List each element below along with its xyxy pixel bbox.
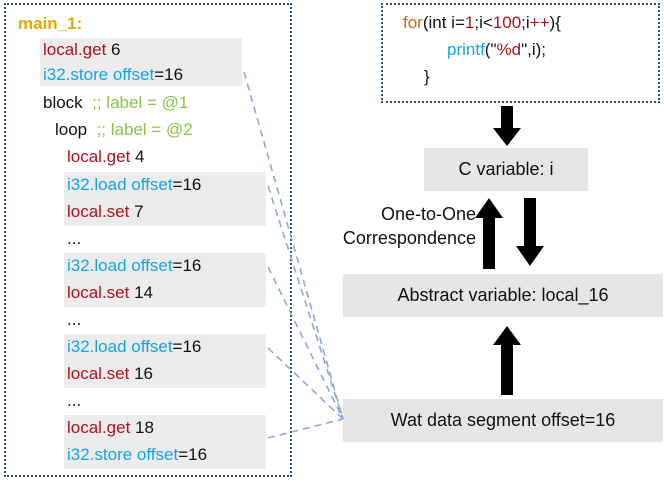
code-line: i32.load offset=16: [67, 175, 202, 194]
ellipsis: ...: [67, 391, 82, 410]
code-line: local.get 18: [67, 418, 154, 437]
abstract-variable-box: Abstract variable: local_16: [343, 274, 663, 317]
c-variable-box: C variable: i: [424, 148, 588, 191]
connector-from-store-bottom: [267, 418, 344, 439]
code-line: loop ;; label = @2: [55, 120, 193, 139]
arrow-up-wat-to-abstract: [493, 326, 521, 395]
dashed-connectors: [243, 71, 344, 439]
highlight-group-2: [64, 253, 266, 307]
highlight-local-get-6: [40, 38, 242, 62]
c-code-line-close: }: [424, 67, 430, 86]
ellipsis: ...: [67, 310, 82, 329]
highlight-group-1: [64, 172, 266, 226]
ellipsis: ...: [67, 229, 82, 248]
highlight-group-3: [64, 334, 266, 388]
code-line: local.get 6: [43, 40, 121, 59]
c-code-line-printf: printf("%d",i);: [447, 40, 546, 59]
code-line: block ;; label = @1: [43, 93, 189, 112]
code-line: local.set 7: [67, 202, 144, 221]
connector-from-load-3: [267, 347, 344, 420]
c-code-panel: [381, 3, 660, 103]
code-line: i32.store offset=16: [67, 445, 208, 464]
connector-from-load-1: [267, 185, 344, 420]
arrow-down-correspondence: [516, 198, 544, 266]
code-line: i32.load offset=16: [67, 337, 202, 356]
correspondence-label: One-to-One Correspondence: [318, 202, 476, 250]
code-line: i32.load offset=16: [67, 256, 202, 275]
arrow-down-code-to-cvar: [493, 106, 521, 146]
code-line: local.set 14: [67, 283, 154, 302]
code-line: local.set 16: [67, 364, 154, 383]
highlight-i32-store-1: [40, 62, 242, 86]
connector-from-load-2: [267, 266, 344, 420]
correspondence-label-line2: Correspondence: [342, 228, 476, 248]
correspondence-label-line1: One-to-One: [380, 204, 476, 224]
code-line: i32.store offset=16: [43, 65, 184, 84]
connector-from-store-top: [243, 71, 344, 420]
highlight-group-4: [64, 415, 266, 469]
wat-segment-box: Wat data segment offset=16: [343, 399, 663, 442]
c-code-line-for: for(int i=1;i<100;i++){: [403, 13, 561, 32]
code-line: local.get 4: [67, 147, 145, 166]
wasm-code-panel: [4, 3, 292, 477]
arrow-up-correspondence: [475, 198, 503, 269]
function-title: main_1:: [18, 14, 83, 33]
